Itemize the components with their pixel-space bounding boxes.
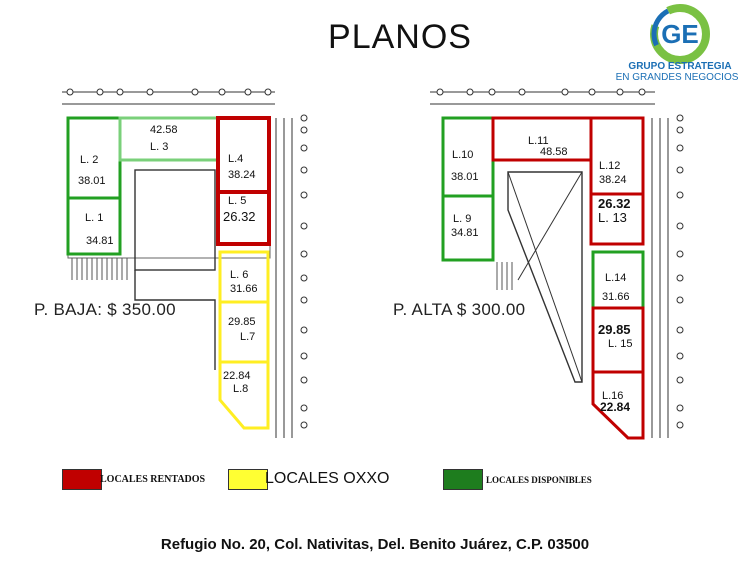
legend-swatch-oxxo [228,469,268,490]
upper-unit-l9-outline [441,194,495,262]
upper-l13-name: L. 13 [598,210,627,225]
address-footer: Refugio No. 20, Col. Nativitas, Del. Ben… [160,536,590,553]
page-title: PLANOS [328,18,472,56]
legend-swatch-available [443,469,483,490]
ground-unit-l8-outline [218,360,270,430]
legend-label-rented: LOCALES RENTADOS [100,474,206,485]
upper-l14-name: L.14 [605,272,626,284]
upper-l10-area: 38.01 [451,171,479,183]
legend-label-oxxo: LOCALES OXXO [265,470,390,487]
upper-unit-l16-outline [591,370,645,440]
ground-l5-area: 26.32 [223,209,256,224]
ground-l1-area: 34.81 [86,235,114,247]
upper-l13-area: 26.32 [598,196,631,211]
ground-l3-area: 42.58 [150,124,178,136]
upper-unit-l13-outline [589,192,645,246]
upper-l11-name: L.11 [528,135,549,147]
ground-unit-l1-outline [66,196,122,256]
upper-l16-name: L.16 [602,390,623,402]
ground-unit-l5-outline [216,190,271,246]
legend-label-available: LOCALES DISPONIBLES [486,475,592,485]
upper-l16-area: 22.84 [600,400,630,414]
ground-l8-area: 22.84 [223,370,251,382]
upper-l10-name: L.10 [452,149,473,161]
ground-l6-area: 31.66 [230,283,258,295]
logo-line-1: GRUPO ESTRATEGIA [628,61,732,72]
ground-l4-name: L.4 [228,153,243,165]
ground-l7-area: 29.85 [228,316,256,328]
ground-floor-price: P. BAJA: $ 350.00 [34,300,176,319]
ground-l2-area: 38.01 [78,175,106,187]
upper-l15-area: 29.85 [598,322,631,337]
company-logo: GE [608,4,750,84]
ground-l7-name: L.7 [240,331,255,343]
ground-l5-name: L. 5 [228,195,246,207]
logo-line-2: EN GRANDES NEGOCIOS [615,72,739,83]
upper-l15-name: L. 15 [608,338,632,350]
upper-l9-area: 34.81 [451,227,479,239]
ground-floor-plan [62,88,308,438]
upper-l9-name: L. 9 [453,213,471,225]
upper-l12-name: L.12 [599,160,620,172]
upper-l14-area: 31.66 [602,291,630,303]
ground-l8-name: L.8 [233,383,248,395]
ground-l3-name: L. 3 [150,141,168,153]
logo-mark: GE [661,19,699,49]
upper-l11-area: 48.58 [540,146,568,158]
ground-l6-name: L. 6 [230,269,248,281]
upper-floor-plan [430,88,684,438]
legend-swatch-rented [62,469,102,490]
upper-floor-price: P. ALTA $ 300.00 [393,300,526,319]
upper-l12-area: 38.24 [599,174,627,186]
ground-l1-name: L. 1 [85,212,103,224]
ground-l4-area: 38.24 [228,169,256,181]
ground-l2-name: L. 2 [80,154,98,166]
